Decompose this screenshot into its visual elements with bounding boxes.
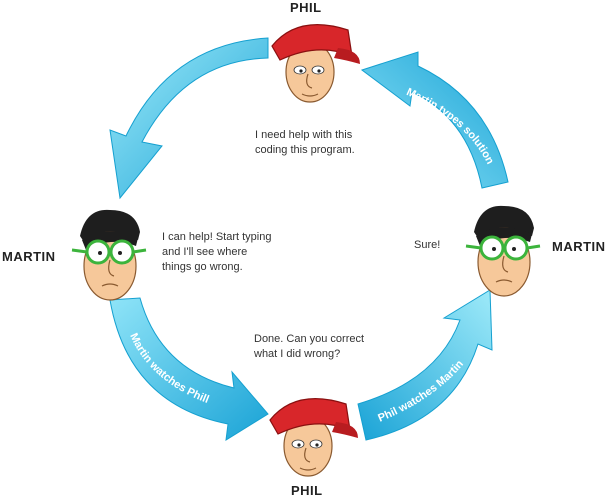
phil-top-speech: I need help with this coding this progra… (255, 128, 355, 158)
martin-left-avatar-icon (71, 209, 147, 301)
martin-right-speech: Sure! (414, 238, 440, 253)
phil-bottom-name: PHIL (291, 483, 323, 498)
speech-line: and I'll see where (162, 246, 248, 258)
arrow-martin-watches-phill: Martin watches Phill (109, 297, 269, 441)
arrow-martin-types-solution: Martin types solution (360, 51, 509, 189)
martin-right-name: MARTIN (552, 239, 605, 254)
speech-line: things go wrong. (162, 261, 243, 273)
martin-left-speech: I can help! Start typing and I'll see wh… (162, 230, 271, 275)
speech-line: Done. Can you correct (254, 333, 365, 345)
speech-line: I can help! Start typing (162, 231, 272, 243)
martin-right-avatar-icon (465, 205, 541, 297)
phil-bottom-speech: Done. Can you correct what I did wrong? (254, 332, 364, 362)
arrow-phil-watches-martin: Phil watches Martin (357, 289, 493, 441)
phil-bottom-avatar-icon (269, 398, 358, 477)
phil-top-avatar-icon (271, 24, 360, 103)
arrow-ask-martin: Ask Martin (109, 37, 269, 200)
speech-line: what I did wrong? (254, 348, 341, 360)
speech-line: Sure! (414, 239, 441, 251)
speech-line: coding this program. (255, 144, 355, 156)
speech-line: I need help with this (255, 129, 353, 141)
phil-top-name: PHIL (290, 0, 322, 15)
martin-left-name: MARTIN (2, 249, 56, 264)
